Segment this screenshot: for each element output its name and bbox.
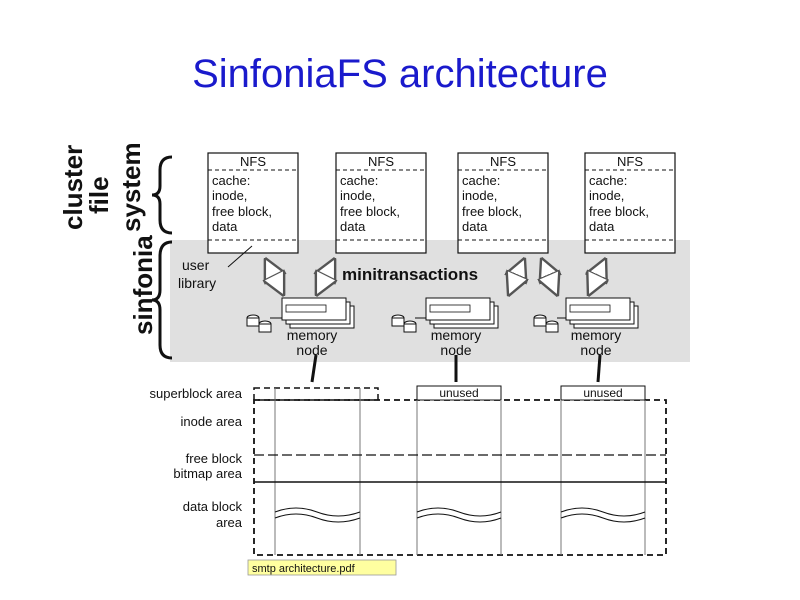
memory-node-label: node — [580, 342, 611, 358]
node-connector — [596, 354, 602, 383]
footnote-box — [247, 559, 397, 576]
nfs-header: NFS — [617, 154, 643, 169]
nfs-line: cache: — [589, 173, 627, 188]
memory-node: memory node — [246, 297, 355, 358]
nfs-line: inode, — [462, 188, 497, 203]
sinfonia-label: sinfonia — [128, 235, 158, 335]
double-arrow — [267, 262, 282, 292]
double-arrow — [543, 262, 556, 292]
nfs-line: cache: — [462, 173, 500, 188]
memory-node-label: node — [440, 342, 471, 358]
unused-label: unused — [439, 386, 478, 400]
double-arrow — [510, 262, 523, 292]
nfs-line: free block, — [462, 204, 522, 219]
nfs-line: inode, — [340, 188, 375, 203]
nfs-line: data — [589, 219, 615, 234]
free-block-label: free block — [186, 451, 243, 466]
unused-label: unused — [583, 386, 622, 400]
node-connector — [310, 354, 318, 383]
nfs-header: NFS — [490, 154, 516, 169]
nfs-line: data — [340, 219, 366, 234]
nfs-box: NFS cache: inode, free block, data — [335, 152, 427, 254]
user-library-label: user — [182, 257, 210, 273]
sinfonia-brace — [151, 240, 173, 360]
cluster-brace — [151, 155, 173, 235]
nfs-line: data — [462, 219, 488, 234]
nfs-header: NFS — [368, 154, 394, 169]
minitransactions-label: minitransactions — [342, 265, 478, 284]
memory-node-label: memory — [571, 327, 622, 343]
memory-node-label: node — [296, 342, 327, 358]
superblock-area-label: superblock area — [150, 386, 243, 401]
footnote-text: smtp architecture.pdf — [252, 563, 356, 575]
data-block-area-label: area — [216, 515, 243, 530]
user-library-pointer — [227, 245, 253, 268]
nfs-header: NFS — [240, 154, 266, 169]
nfs-box: NFS cache: inode, free block, data — [207, 152, 299, 254]
nfs-box: NFS cache: inode, free block, data — [584, 152, 676, 254]
memory-node-label: memory — [431, 327, 482, 343]
memory-node: memory node — [391, 297, 499, 358]
nfs-line: free block, — [589, 204, 649, 219]
bitmap-area-label: bitmap area — [173, 466, 242, 481]
double-arrow — [318, 262, 333, 292]
nfs-line: inode, — [212, 188, 247, 203]
nfs-line: free block, — [340, 204, 400, 219]
memory-node-label: memory — [287, 327, 338, 343]
slide-title: SinfoniaFS architecture — [192, 52, 608, 96]
nfs-box: NFS cache: inode, free block, data — [457, 152, 549, 254]
cluster-label: cluster — [58, 145, 88, 230]
nfs-line: cache: — [340, 173, 378, 188]
nfs-line: data — [212, 219, 238, 234]
double-arrow — [590, 262, 604, 292]
nfs-line: inode, — [589, 188, 624, 203]
file-label: file — [84, 176, 114, 214]
memory-layout — [253, 385, 667, 556]
nfs-line: cache: — [212, 173, 250, 188]
cluster-file-system-label: cluster file system — [58, 142, 146, 232]
data-block-label: data block — [183, 499, 243, 514]
system-label: system — [116, 142, 146, 232]
nfs-line: free block, — [212, 204, 272, 219]
memory-node: memory node — [533, 297, 639, 358]
user-library-label: library — [178, 275, 216, 291]
inode-area-label: inode area — [181, 414, 243, 429]
